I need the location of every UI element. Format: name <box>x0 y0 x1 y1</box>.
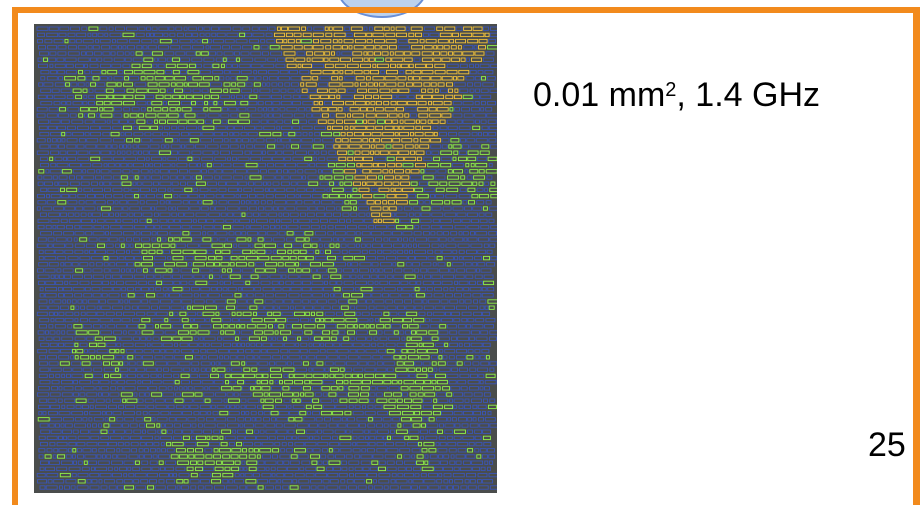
chip-layout-image <box>34 24 497 493</box>
frame-top-border <box>12 7 920 13</box>
caption: 0.01 mm2, 1.4 GHz <box>533 78 820 112</box>
frame-left-border <box>12 7 18 505</box>
area-value: 0.01 mm <box>533 76 666 114</box>
frequency-text: , 1.4 GHz <box>676 76 820 114</box>
area-exponent: 2 <box>665 79 677 101</box>
frame-right-border <box>913 7 920 505</box>
page-number: 25 <box>868 426 906 464</box>
